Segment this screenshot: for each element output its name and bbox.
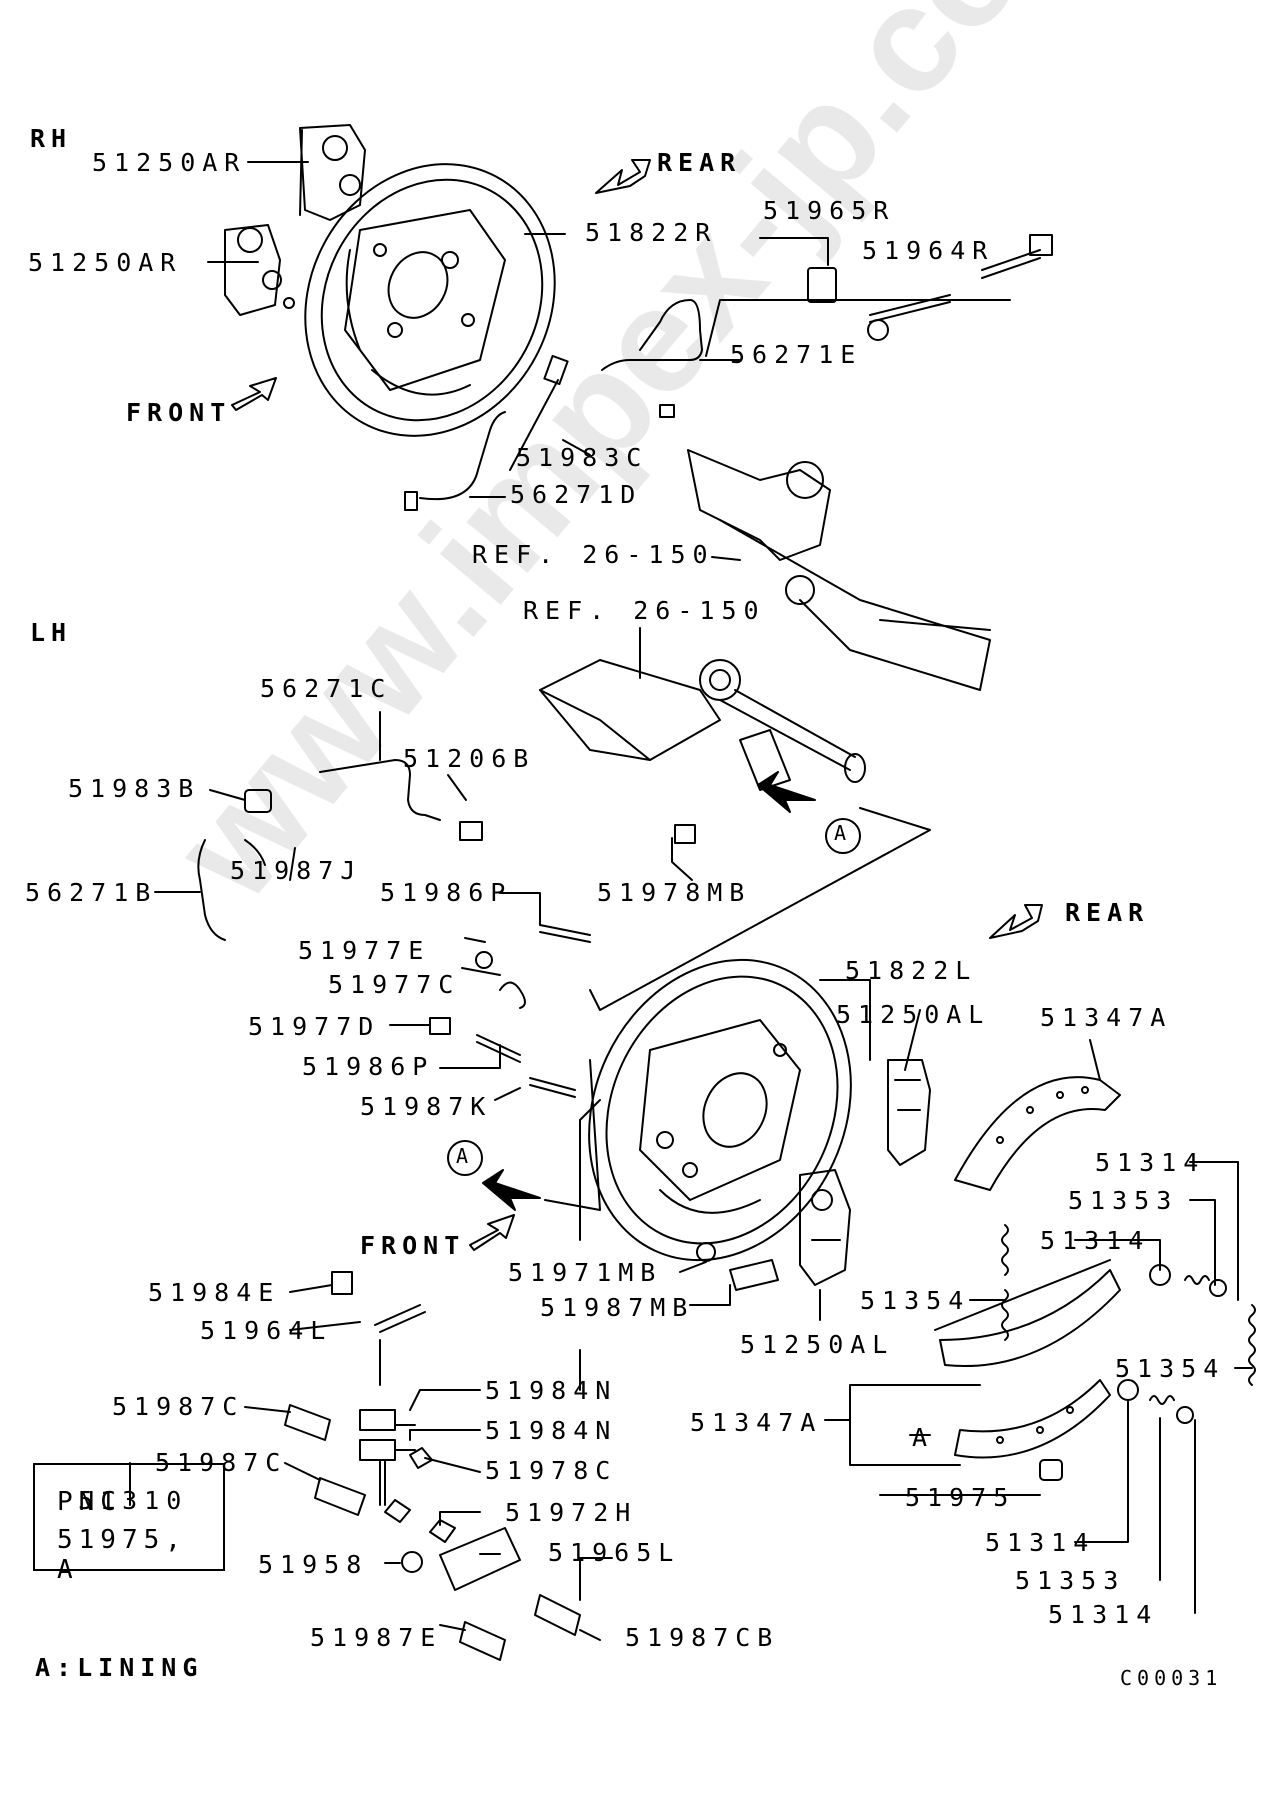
label-51986p-top: 51986P bbox=[380, 878, 513, 907]
label-56271b: 56271B bbox=[25, 878, 158, 907]
label-51972h: 51972H bbox=[505, 1498, 638, 1527]
brake-shoe-upper bbox=[954, 1076, 1121, 1191]
rh-cable-parts bbox=[807, 234, 1053, 341]
label-51250al-top: 51250AL bbox=[836, 1000, 991, 1029]
rh-brake-lines bbox=[404, 299, 703, 511]
label-51314-2: 51314 bbox=[1040, 1226, 1151, 1255]
rh-rear-arrow bbox=[595, 159, 651, 194]
label-51965r: 51965R bbox=[763, 196, 896, 225]
lh-section-label: LH bbox=[30, 618, 73, 647]
rh-wheel-cylinder-bottom bbox=[224, 224, 295, 316]
label-51964r: 51964R bbox=[862, 236, 995, 265]
label-51986p-bottom: 51986P bbox=[302, 1052, 435, 1081]
lh-parking-brake-parts bbox=[284, 1271, 581, 1661]
label-51983b: 51983B bbox=[68, 774, 201, 803]
lh-axle-beam bbox=[539, 659, 866, 791]
rh-section-label: RH bbox=[30, 124, 73, 153]
callout-a-line-lower bbox=[544, 1059, 601, 1211]
label-51984n-1: 51984N bbox=[485, 1376, 618, 1405]
callout-a-line-upper bbox=[589, 807, 931, 1011]
label-51822l: 51822L bbox=[845, 956, 978, 985]
label-51984e: 51984E bbox=[148, 1278, 281, 1307]
label-51314-1: 51314 bbox=[1095, 1148, 1206, 1177]
label-51987c-2: 51987C bbox=[155, 1448, 288, 1477]
lh-front-arrow bbox=[469, 1214, 515, 1251]
rh-front-arrow bbox=[231, 377, 277, 411]
label-51250ar-top: 51250AR bbox=[92, 148, 247, 177]
legend-lining: A:LINING bbox=[35, 1653, 204, 1682]
lh-bolt bbox=[729, 1259, 779, 1291]
label-51987c-1: 51987C bbox=[112, 1392, 245, 1421]
lh-front-label: FRONT bbox=[360, 1231, 466, 1260]
lh-leader-lines bbox=[129, 627, 1253, 1641]
callout-arrow-upper bbox=[757, 771, 816, 813]
label-51347a-bottom: 51347A bbox=[690, 1408, 823, 1437]
pnc-box-line2: 51975, A bbox=[57, 1525, 187, 1585]
label-51314-4: 51314 bbox=[1048, 1600, 1159, 1629]
label-51971mb: 51971MB bbox=[508, 1258, 663, 1287]
callout-arrow-lower bbox=[482, 1169, 541, 1211]
label-51354-1: 51354 bbox=[860, 1286, 971, 1315]
figure-code: C00031 bbox=[1120, 1666, 1223, 1690]
label-51987cb: 51987CB bbox=[625, 1623, 780, 1652]
label-51987e: 51987E bbox=[310, 1623, 443, 1652]
rh-rear-label: REAR bbox=[657, 148, 742, 177]
label-51977d: 51977D bbox=[248, 1012, 381, 1041]
label-51977c: 51977C bbox=[328, 970, 461, 999]
lining-callout-a: A bbox=[912, 1423, 935, 1452]
label-51987mb: 51987MB bbox=[540, 1293, 695, 1322]
rh-leader-lines bbox=[207, 161, 1011, 561]
label-51250al-bottom: 51250AL bbox=[740, 1330, 895, 1359]
label-51978mb: 51978MB bbox=[597, 878, 752, 907]
label-56271c: 56271C bbox=[260, 674, 393, 703]
label-51975: 51975 bbox=[905, 1483, 1016, 1512]
label-51965l: 51965L bbox=[548, 1538, 681, 1567]
label-51250ar-bottom: 51250AR bbox=[28, 248, 183, 277]
lh-rear-arrow bbox=[989, 904, 1043, 939]
label-51984n-2: 51984N bbox=[485, 1416, 618, 1445]
callout-marker-upper: A bbox=[834, 821, 847, 845]
lh-snap-ring bbox=[696, 1242, 716, 1262]
lh-wheel-cylinder-top bbox=[887, 1059, 931, 1166]
brake-shoe-lower bbox=[954, 1379, 1111, 1459]
label-51958: 51958 bbox=[258, 1550, 369, 1579]
label-51822r: 51822R bbox=[585, 218, 718, 247]
label-51347a-top: 51347A bbox=[1040, 1003, 1173, 1032]
label-51964l: 51964L bbox=[200, 1316, 333, 1345]
label-56271e: 56271E bbox=[730, 340, 863, 369]
lh-backing-plate bbox=[588, 958, 852, 1262]
label-51983c: 51983C bbox=[516, 443, 649, 472]
label-51314-3: 51314 bbox=[985, 1528, 1096, 1557]
label-51353-1: 51353 bbox=[1068, 1186, 1179, 1215]
callout-circle-upper bbox=[825, 818, 861, 854]
label-51353-2: 51353 bbox=[1015, 1566, 1126, 1595]
return-springs bbox=[1001, 1224, 1256, 1386]
label-56271d: 56271D bbox=[510, 480, 643, 509]
callout-circle-lower bbox=[447, 1140, 483, 1176]
label-ref-26-150-lh: REF. 26-150 bbox=[523, 596, 766, 625]
pnc-box-line1: PNC bbox=[57, 1487, 122, 1517]
lh-wheel-cylinder-bottom bbox=[799, 1169, 851, 1286]
rh-front-label: FRONT bbox=[126, 398, 232, 427]
callout-marker-lower: A bbox=[456, 1144, 469, 1168]
lh-brake-lines bbox=[197, 759, 696, 1098]
label-ref-26-150-rh: REF. 26-150 bbox=[472, 540, 715, 569]
label-51310: 51310 bbox=[78, 1486, 189, 1515]
label-51987k: 51987K bbox=[360, 1092, 493, 1121]
rh-wheel-cylinder-top bbox=[299, 124, 366, 221]
label-51354-2: 51354 bbox=[1115, 1354, 1226, 1383]
lh-rear-label: REAR bbox=[1065, 898, 1150, 927]
rh-axle-housing bbox=[687, 449, 991, 691]
label-51206b: 51206B bbox=[403, 744, 536, 773]
rh-backing-plate bbox=[304, 163, 556, 437]
label-51978c: 51978C bbox=[485, 1456, 618, 1485]
pnc-box: PNC 51975, A bbox=[33, 1463, 225, 1585]
label-51977e: 51977E bbox=[298, 936, 431, 965]
label-51987j: 51987J bbox=[230, 856, 363, 885]
